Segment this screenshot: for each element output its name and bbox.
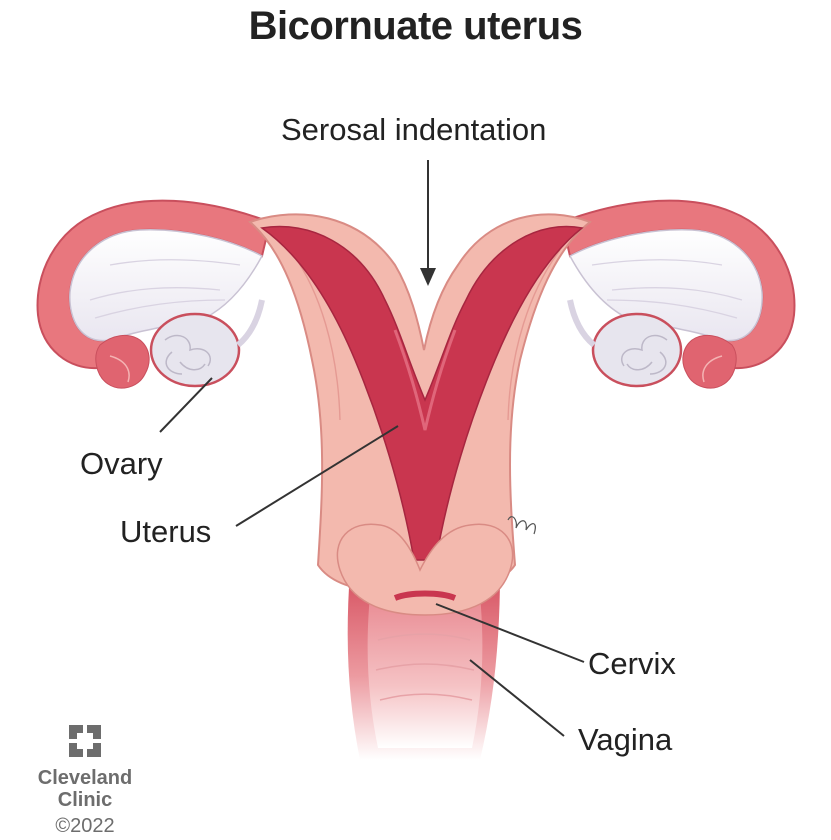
copyright-text: ©2022 (30, 813, 140, 839)
serosal-indentation-label: Serosal indentation (281, 112, 546, 148)
uterus-label: Uterus (120, 514, 211, 550)
diagram-title: Bicornuate uterus (0, 4, 831, 49)
cervix-label: Cervix (588, 646, 676, 682)
brand-name-line1: Cleveland (30, 767, 140, 789)
cleveland-clinic-mark-icon (68, 724, 102, 758)
vagina-label: Vagina (578, 722, 672, 758)
brand-name-line2: Clinic (30, 789, 140, 811)
cleveland-clinic-logo: Cleveland Clinic ©2022 (30, 724, 140, 839)
ovary-label: Ovary (80, 446, 163, 482)
right-fimbriae (683, 335, 736, 388)
uterus-body (250, 214, 590, 615)
left-fimbriae (96, 335, 149, 388)
serosal-arrowhead (420, 268, 436, 286)
